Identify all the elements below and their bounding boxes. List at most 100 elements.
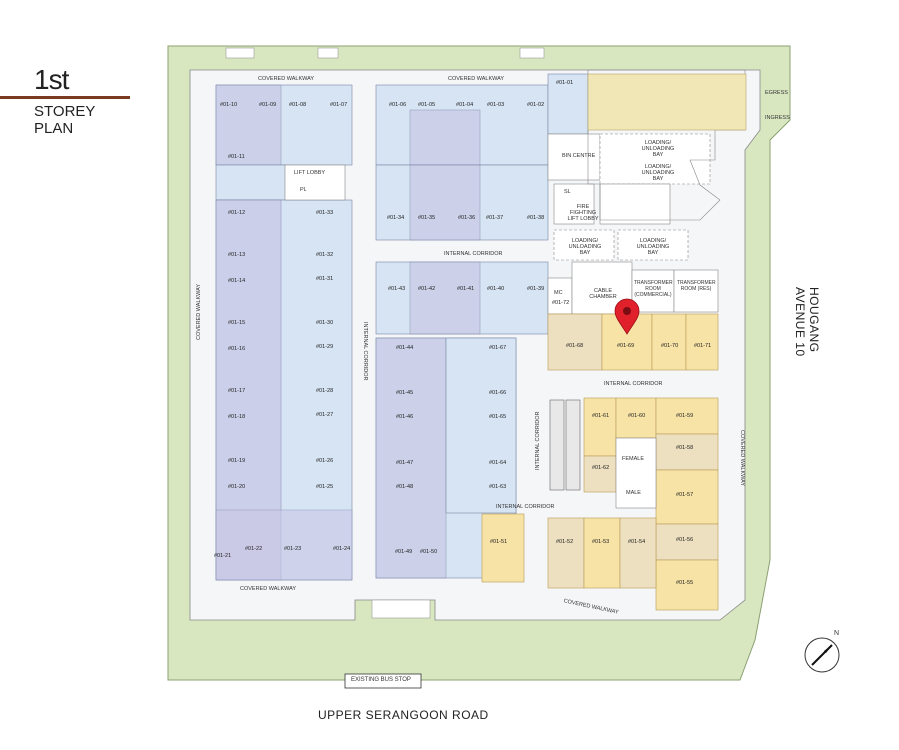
unit-01-48[interactable]: #01-48 (396, 484, 414, 490)
unit-01-70[interactable]: #01-70 (661, 343, 679, 349)
unit-01-36[interactable]: #01-36 (458, 215, 476, 221)
compass-icon (804, 637, 840, 673)
covered-walkway-left: COVERED WALKWAY (196, 283, 202, 340)
location-marker-icon (614, 298, 640, 335)
unit-01-61[interactable]: #01-61 (592, 413, 610, 419)
unit-01-40[interactable]: #01-40 (487, 286, 505, 292)
unit-01-02[interactable]: #01-02 (527, 102, 545, 108)
unit-01-41[interactable]: #01-41 (457, 286, 475, 292)
unit-01-50[interactable]: #01-50 (420, 549, 438, 555)
unit-01-07[interactable]: #01-07 (330, 102, 348, 108)
unit-01-65[interactable]: #01-65 (489, 414, 507, 420)
unit-01-53[interactable]: #01-53 (592, 539, 610, 545)
unit-01-12[interactable]: #01-12 (228, 210, 246, 216)
unit-01-08[interactable]: #01-08 (289, 102, 307, 108)
unit-01-28[interactable]: #01-28 (316, 388, 334, 394)
unit-01-34[interactable]: #01-34 (387, 215, 405, 221)
unit-01-21[interactable]: #01-21 (214, 553, 232, 559)
unit-01-69[interactable]: #01-69 (617, 343, 635, 349)
unit-01-44[interactable]: #01-44 (396, 345, 414, 351)
unit-01-47[interactable]: #01-47 (396, 460, 414, 466)
unit-01-30[interactable]: #01-30 (316, 320, 334, 326)
unit-01-33[interactable]: #01-33 (316, 210, 334, 216)
road-upper-serangoon: UPPER SERANGOON ROAD (318, 708, 489, 722)
unit-01-19[interactable]: #01-19 (228, 458, 246, 464)
covered-walkway-right: COVERED WALKWAY (739, 430, 745, 487)
unit-01-49[interactable]: #01-49 (395, 549, 413, 555)
unit-01-17[interactable]: #01-17 (228, 388, 246, 394)
road-hougang-avenue: HOUGANG AVENUE 10 (793, 287, 821, 357)
unit-01-16[interactable]: #01-16 (228, 346, 246, 352)
unit-01-18[interactable]: #01-18 (228, 414, 246, 420)
unit-01-64[interactable]: #01-64 (489, 460, 507, 466)
unit-01-62[interactable]: #01-62 (592, 465, 610, 471)
unit-01-20[interactable]: #01-20 (228, 484, 246, 490)
unit-01-32[interactable]: #01-32 (316, 252, 334, 258)
compass-north-label: N (834, 630, 840, 637)
unit-01-22[interactable]: #01-22 (245, 546, 263, 552)
unit-01-51[interactable]: #01-51 (490, 539, 508, 545)
unit-01-24[interactable]: #01-24 (333, 546, 351, 552)
unit-01-63[interactable]: #01-63 (489, 484, 507, 490)
unit-01-25[interactable]: #01-25 (316, 484, 334, 490)
unit-01-05[interactable]: #01-05 (418, 102, 436, 108)
unit-01-52[interactable]: #01-52 (556, 539, 574, 545)
unit-01-35[interactable]: #01-35 (418, 215, 436, 221)
unit-01-56[interactable]: #01-56 (676, 537, 694, 543)
unit-01-11[interactable]: #01-11 (228, 154, 245, 160)
bin-centre-label: BIN CENTRE (562, 153, 596, 159)
unit-01-72[interactable]: #01-72 (552, 300, 570, 306)
internal-corridor-vertical-right: INTERNAL CORRIDOR (535, 411, 541, 470)
unit-01-14[interactable]: #01-14 (228, 278, 246, 284)
internal-corridor-right: INTERNAL CORRIDOR (604, 381, 663, 387)
unit-01-71[interactable]: #01-71 (694, 343, 712, 349)
service-areas (284, 133, 719, 315)
unit-01-67[interactable]: #01-67 (489, 345, 507, 351)
unit-01-39[interactable]: #01-39 (527, 286, 545, 292)
unit-01-45[interactable]: #01-45 (396, 390, 414, 396)
unit-01-31[interactable]: #01-31 (316, 276, 334, 282)
blue-units-top (215, 73, 589, 241)
toilets (615, 437, 657, 509)
loading-bay-1: LOADING/ UNLOADING BAY (641, 140, 675, 158)
unit-01-09[interactable]: #01-09 (259, 102, 277, 108)
unit-01-06[interactable]: #01-06 (389, 102, 407, 108)
unit-01-54[interactable]: #01-54 (628, 539, 646, 545)
lift-lobby-label: LIFT LOBBY (294, 170, 326, 176)
unit-01-38[interactable]: #01-38 (527, 215, 545, 221)
unit-01-27[interactable]: #01-27 (316, 412, 334, 418)
loading-bay-3: LOADING/ UNLOADING BAY (568, 238, 602, 256)
unit-01-46[interactable]: #01-46 (396, 414, 414, 420)
unit-01-03[interactable]: #01-03 (487, 102, 505, 108)
unit-01-37[interactable]: #01-37 (486, 215, 504, 221)
unit-01-04[interactable]: #01-04 (456, 102, 474, 108)
bus-stop-box (344, 673, 422, 689)
unit-01-60[interactable]: #01-60 (628, 413, 646, 419)
unit-01-55[interactable]: #01-55 (676, 580, 694, 586)
unit-01-26[interactable]: #01-26 (316, 458, 334, 464)
unit-01-58[interactable]: #01-58 (676, 445, 694, 451)
unit-01-42[interactable]: #01-42 (418, 286, 436, 292)
cable-chamber-label: CABLE CHAMBER (589, 288, 617, 300)
unit-01-01[interactable]: #01-01 (556, 80, 574, 86)
floor-title: 1st (34, 64, 69, 95)
unit-01-10[interactable]: #01-10 (220, 102, 238, 108)
subtitle-line-2: PLAN (34, 120, 74, 137)
mc-label: MC (554, 290, 563, 296)
unit-01-13[interactable]: #01-13 (228, 252, 246, 258)
transformer-commercial-label: TRANSFORMER ROOM (COMMERCIAL) (634, 280, 673, 298)
unit-01-29[interactable]: #01-29 (316, 344, 334, 350)
floor-subtitle: STOREY PLAN (34, 103, 134, 137)
blue-units-middle (375, 261, 549, 579)
unit-01-43[interactable]: #01-43 (388, 286, 406, 292)
ramp (587, 73, 747, 131)
unit-01-59[interactable]: #01-59 (676, 413, 694, 419)
unit-01-57[interactable]: #01-57 (676, 492, 694, 498)
unit-01-23[interactable]: #01-23 (284, 546, 302, 552)
loading-bay-2: LOADING/ UNLOADING BAY (641, 164, 675, 182)
unit-01-68[interactable]: #01-68 (566, 343, 584, 349)
unit-01-66[interactable]: #01-66 (489, 390, 507, 396)
unit-01-15[interactable]: #01-15 (228, 320, 246, 326)
internal-corridor-vertical-left: INTERNAL CORRIDOR (362, 322, 368, 381)
